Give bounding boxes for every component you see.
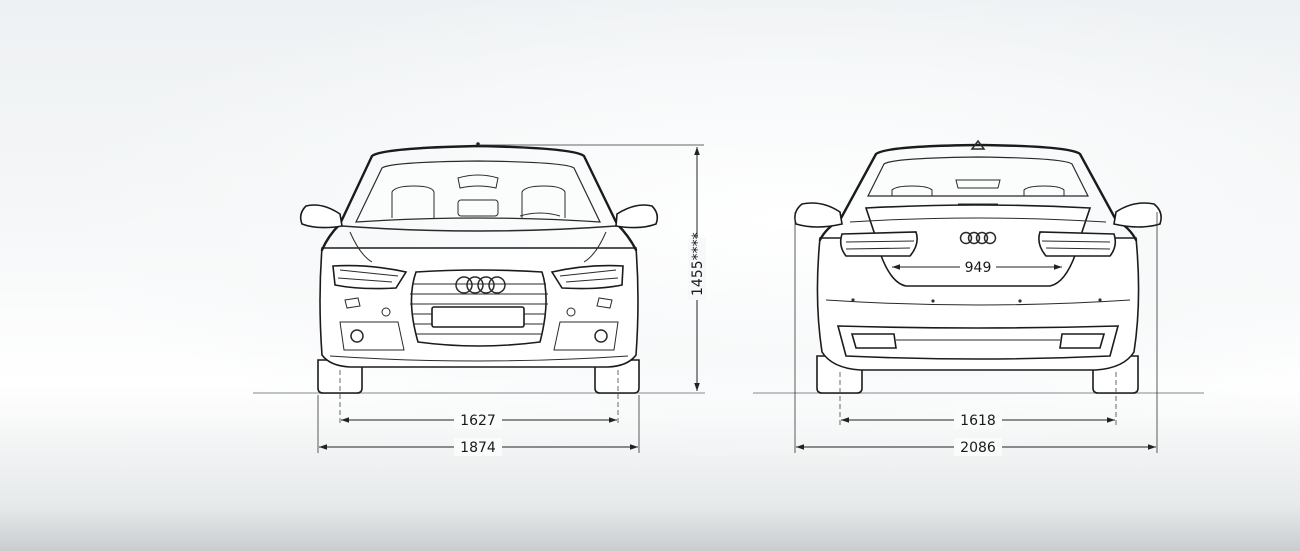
car-front-view <box>299 142 659 394</box>
audi-rings-logo-rear <box>959 231 997 245</box>
height-label: 1455**** <box>690 232 706 296</box>
front-track-label: 1627 <box>460 413 496 429</box>
audi-rings-logo-front <box>455 276 506 294</box>
rear-dimensions: 949 1618 2086 <box>794 212 1158 456</box>
rear-width-label: 2086 <box>960 440 996 456</box>
trunk-opening-label: 949 <box>965 260 992 276</box>
rear-track-label: 1618 <box>960 413 996 429</box>
front-width-label: 1874 <box>460 440 496 456</box>
front-dimensions: 1455**** 1627 1874 <box>317 144 706 456</box>
